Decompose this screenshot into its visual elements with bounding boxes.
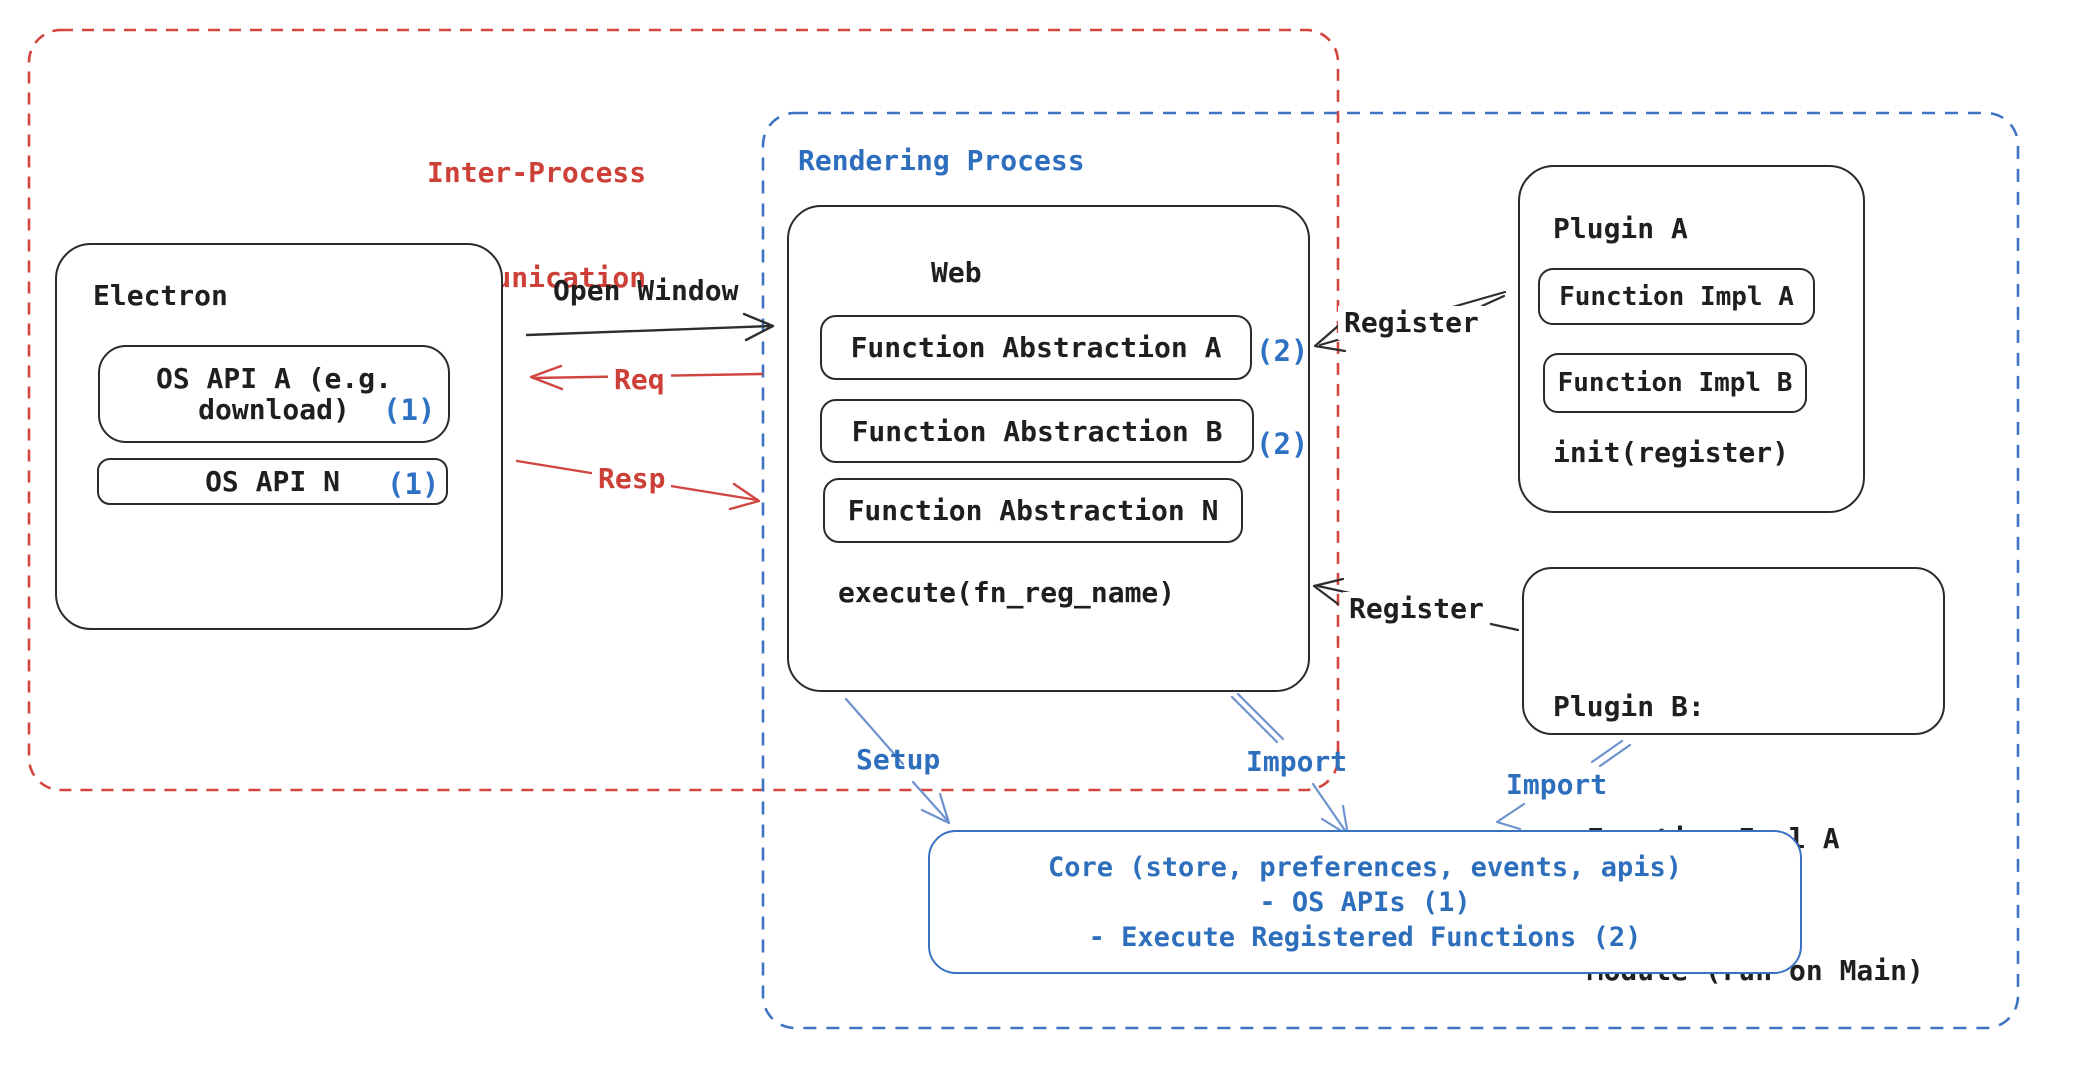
function-abstraction-n-label: Function Abstraction N (847, 494, 1219, 527)
os-api-n-badge: (1) (387, 467, 440, 501)
function-abstraction-b-badge: (2) (1256, 427, 1309, 461)
function-abstraction-a-label: Function Abstraction A (850, 331, 1222, 364)
register-top-label: Register (1338, 306, 1485, 340)
function-impl-a-label: Function Impl A (1559, 281, 1794, 312)
function-impl-b-label: Function Impl B (1557, 368, 1793, 398)
setup-label: Setup (856, 743, 941, 776)
execute-label: execute(fn_reg_name) (838, 576, 1176, 609)
function-abstraction-b-label: Function Abstraction B (851, 414, 1223, 448)
os-api-a-line2: download) (198, 393, 350, 426)
function-abstraction-a-badge: (2) (1256, 334, 1309, 368)
os-api-a-box: OS API A (e.g. download) (98, 345, 450, 443)
core-line1: Core (store, preferences, events, apis) (1048, 851, 1682, 883)
os-api-n-box: OS API N (97, 458, 448, 505)
core-text: Core (store, preferences, events, apis) … (1048, 850, 1682, 955)
open-window-label: Open Window (553, 274, 739, 307)
req-label: Req (608, 363, 671, 397)
os-api-n-label: OS API N (205, 465, 340, 498)
core-line2: - OS APIs (1) (1259, 886, 1471, 918)
resp-label: Resp (592, 462, 672, 496)
register-bottom-label: Register (1343, 592, 1490, 626)
init-register-label: init(register) (1553, 436, 1790, 469)
rendering-region-label: Rendering Process (798, 144, 1085, 177)
plugin-b-title: Plugin B: (1553, 690, 1705, 723)
web-title: Web (931, 256, 982, 289)
import-right-label: Import (1506, 768, 1608, 801)
core-line3: - Execute Registered Functions (2) (1088, 921, 1642, 953)
function-impl-a-box: Function Impl A (1538, 268, 1815, 325)
import-left-label: Import (1246, 745, 1348, 778)
plugin-a-title: Plugin A (1553, 212, 1688, 245)
plugin-b-box (1522, 567, 1945, 735)
os-api-a-badge: (1) (383, 393, 436, 427)
function-abstraction-b-box: Function Abstraction B (820, 399, 1254, 463)
function-abstraction-n-box: Function Abstraction N (823, 478, 1243, 543)
function-impl-b-box: Function Impl B (1543, 353, 1807, 413)
plugin-a-box (1518, 165, 1865, 513)
os-api-a-label: OS API A (e.g. download) (156, 363, 392, 425)
ipc-label-line1: Inter-Process (427, 156, 647, 189)
function-abstraction-a-box: Function Abstraction A (820, 315, 1252, 380)
electron-title: Electron (93, 279, 228, 312)
core-box: Core (store, preferences, events, apis) … (928, 830, 1802, 974)
os-api-a-line1: OS API A (e.g. (155, 362, 392, 395)
